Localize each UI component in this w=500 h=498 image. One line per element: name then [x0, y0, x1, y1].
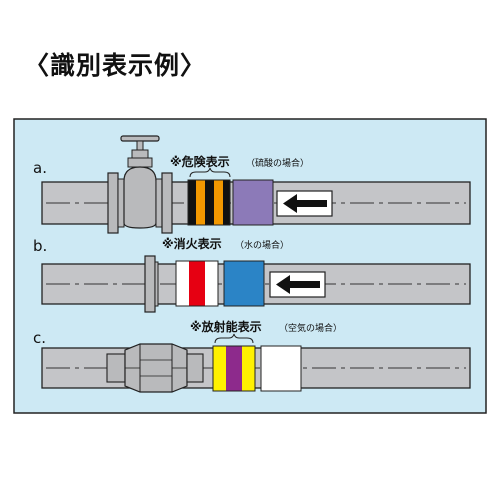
row-c-radiation-band	[212, 345, 256, 392]
row-a: a. ※危険表示 （硫酸の場合）	[33, 135, 471, 234]
row-c-note-sub: （空気の場合）	[279, 322, 342, 334]
row-b-fluid-color-band	[223, 260, 265, 307]
row-c-note-main: ※放射能表示	[190, 319, 262, 334]
row-b-label: b.	[33, 237, 47, 255]
pipe-flange-icon	[144, 255, 159, 313]
row-c: c. ※放射能表示 （空気の場合）	[33, 319, 471, 393]
page-title: 〈識別表示例〉	[24, 51, 207, 80]
row-a-band-brace	[189, 167, 231, 178]
row-b-note-sub: （水の場合）	[235, 239, 289, 251]
row-b-fire-band	[175, 260, 219, 307]
row-b: b. ※消火表示 （水の場合）	[33, 236, 471, 313]
row-c-band-brace	[214, 333, 254, 344]
gate-valve-icon	[107, 135, 173, 234]
row-a-note-sub: （硫酸の場合）	[246, 157, 309, 169]
flow-direction-arrow-left-icon	[276, 190, 333, 217]
row-c-fluid-color-band	[260, 345, 302, 392]
row-b-note-main: ※消火表示	[162, 236, 222, 251]
flow-direction-arrow-left-icon	[269, 271, 326, 298]
row-a-hazard-band	[187, 179, 231, 226]
row-a-fluid-color-band	[232, 179, 274, 226]
pipe-union-coupling-icon	[106, 343, 204, 393]
row-c-label: c.	[33, 329, 46, 347]
row-a-note-main: ※危険表示	[170, 154, 230, 169]
row-a-label: a.	[33, 159, 47, 177]
